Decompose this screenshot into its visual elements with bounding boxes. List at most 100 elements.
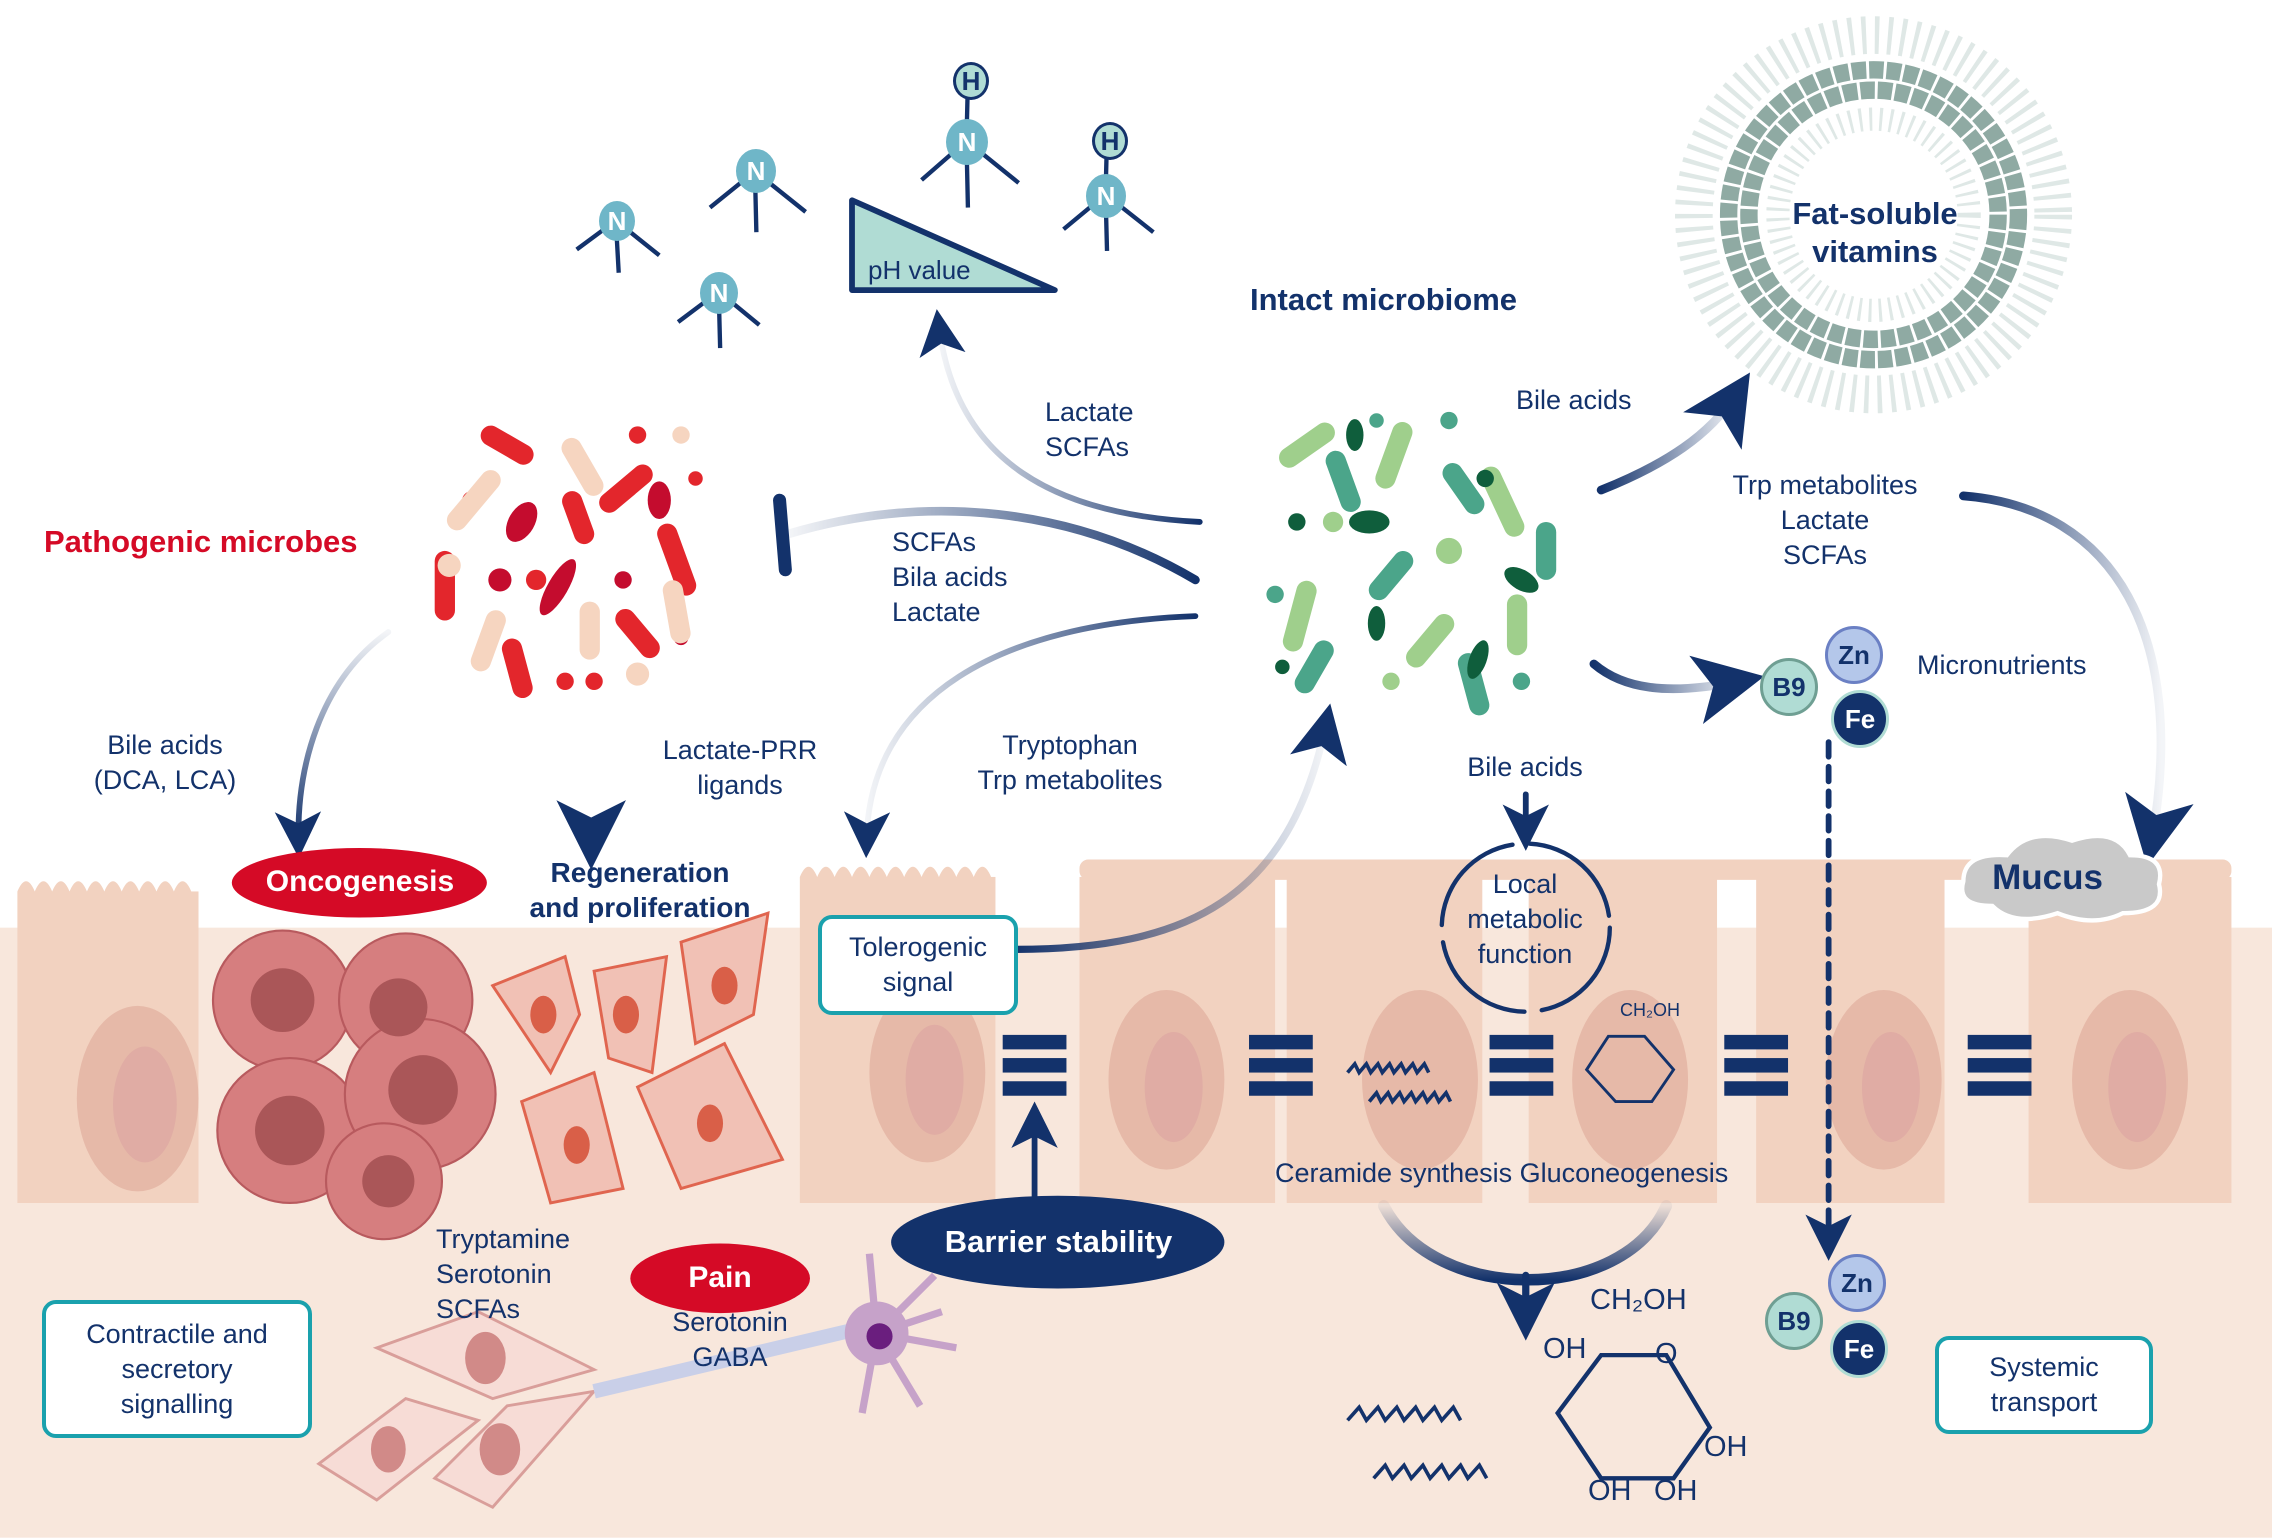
epithelial-cell: [1756, 876, 1945, 1203]
neuron: [844, 1253, 957, 1414]
arrow-to-micronutrients: [1589, 655, 1765, 724]
label-line: Lactate: [1045, 397, 1134, 427]
b9-atom: B9: [1760, 658, 1818, 716]
label-line: metabolic: [1467, 904, 1583, 934]
zn-atom: Zn: [1825, 626, 1883, 684]
label-line: function: [1477, 939, 1573, 969]
hydrogen-atom: H: [1092, 122, 1128, 160]
intact-microbiome-title: Intact microbiome: [1250, 282, 1517, 317]
label-line: Lactate: [1780, 505, 1870, 535]
nitrogen-atom: N: [946, 119, 988, 165]
inhibition-bar: [773, 493, 792, 577]
intact-microbiome-cluster: [1253, 398, 1573, 718]
oncogenesis-badge-shape: [231, 847, 487, 918]
microvilli: [17, 866, 992, 892]
label-line: (DCA, LCA): [93, 765, 237, 795]
tryptamine-serotonin-scfas-label: Tryptamine Serotonin SCFAs: [436, 1222, 570, 1327]
bile-acids-dca-label: Bile acids (DCA, LCA): [85, 728, 245, 798]
box-line: Contractile and: [86, 1318, 268, 1349]
scfas-bila-lactate-label: SCFAs Bila acids Lactate: [892, 525, 1008, 630]
glucose-structure-large: [1554, 1352, 1713, 1481]
label-line: ligands: [697, 770, 783, 800]
box-line: signal: [882, 967, 954, 997]
label-line: Local: [1492, 869, 1558, 899]
epithelial-cell: [799, 876, 996, 1203]
contractile-secretory-box: Contractile and secretory signalling: [42, 1300, 312, 1438]
pain-badge-shape: [630, 1243, 810, 1314]
vitamins-line: vitamins: [1812, 234, 1938, 269]
oncogenesis-badge: Oncogenesis: [265, 865, 455, 898]
smooth-muscle-cells: [316, 1310, 599, 1510]
junction: [1724, 1034, 1789, 1096]
arrow-to-vitamins: [1596, 372, 1750, 495]
barrier-stability-badge: Barrier stability: [944, 1224, 1173, 1259]
nitrogen-atom: N: [700, 272, 738, 314]
junction: [1489, 1034, 1554, 1096]
ceramide-zigzag: [1346, 1060, 1489, 1482]
glucose-o-label: O: [1655, 1338, 1678, 1370]
label-line: Tryptophan: [1002, 730, 1138, 760]
glucose-oh-label: OH: [1654, 1475, 1698, 1507]
arrow-tolerogenic-to-microbiome: [1010, 703, 1347, 954]
micronutrients-label: Micronutrients: [1917, 650, 2087, 680]
epithelial-cell: [1079, 876, 1276, 1203]
local-metabolic-cycle: [1439, 841, 1612, 1014]
arrow-to-oncogenesis: [274, 629, 392, 859]
label-line: Trp metabolites: [977, 765, 1163, 795]
local-metabolic-function-label: Local metabolic function: [1455, 867, 1595, 972]
box-line: Systemic: [1989, 1352, 2099, 1382]
regeneration-label: Regeneration and proliferation: [520, 855, 760, 925]
glucose-structure-small: [1584, 1034, 1676, 1103]
mucus-badge: Mucus: [1992, 858, 2103, 897]
label-line: Lactate: [892, 597, 981, 627]
arrows: [274, 309, 2194, 1341]
junction: [1002, 1034, 1067, 1096]
label-line: GABA: [692, 1342, 768, 1372]
glucose-oh-label: OH: [1588, 1475, 1632, 1507]
label-line: Bile acids: [107, 730, 223, 760]
glucose-ch2oh-label: CH₂OH: [1590, 1284, 1687, 1316]
pain-badge: Pain: [688, 1261, 752, 1294]
label-line: Bila acids: [892, 562, 1008, 592]
epithelial-cell: [2028, 876, 2232, 1203]
vitamins-line: Fat-soluble: [1792, 196, 1958, 231]
junction: [1249, 1034, 1313, 1096]
b9-atom: B9: [1765, 1292, 1823, 1350]
label-line: Serotonin: [436, 1259, 552, 1289]
ceramide-gluconeogenesis-label: Ceramide synthesis Gluconeogenesis: [1275, 1158, 1729, 1188]
mucus-cloud: [1960, 833, 2163, 923]
epithelial-cell: [1528, 876, 1718, 1203]
fat-soluble-vitamin-micelle: [1675, 16, 2073, 414]
pathogenic-microbes-label: Pathogenic microbes: [44, 524, 358, 559]
fe-atom: Fe: [1831, 690, 1889, 748]
nitrogen-atom: N: [1086, 174, 1126, 218]
arrow-to-epithelium: [843, 613, 1199, 859]
pathogenic-microbe-cluster: [423, 394, 737, 708]
label-line: and proliferation: [529, 892, 751, 923]
fat-soluble-vitamins-label: Fat-soluble vitamins: [1760, 195, 1990, 271]
nitrogen-atom: N: [599, 201, 635, 241]
label-line: SCFAs: [436, 1294, 521, 1324]
lactate-scfas-label: Lactate SCFAs: [1045, 395, 1134, 465]
serotonin-gaba-label: Serotonin GABA: [660, 1305, 800, 1375]
bile-acids-local-label: Bile acids: [1467, 752, 1583, 782]
label-line: Serotonin: [672, 1307, 788, 1337]
tight-junctions: [1002, 1034, 2032, 1096]
glucose-small-ch2oh-label: CH₂OH: [1620, 1000, 1680, 1020]
box-line: signalling: [120, 1388, 234, 1419]
label-line: SCFAs: [1045, 432, 1130, 462]
fe-atom: Fe: [1830, 1320, 1888, 1378]
fibroblasts: [490, 911, 785, 1205]
bile-acids-top-label: Bile acids: [1516, 385, 1632, 415]
trp-lactate-scfas-label: Trp metabolites Lactate SCFAs: [1715, 468, 1935, 573]
arrow-to-mucus: [1959, 491, 2194, 867]
box-line: secretory: [121, 1353, 233, 1384]
nitrogen-atom: N: [736, 149, 776, 193]
ph-triangle: [849, 197, 1058, 294]
hydrogen-atom: H: [953, 62, 989, 100]
epithelium: [17, 859, 2232, 1203]
label-line: Lactate-PRR: [662, 735, 818, 765]
